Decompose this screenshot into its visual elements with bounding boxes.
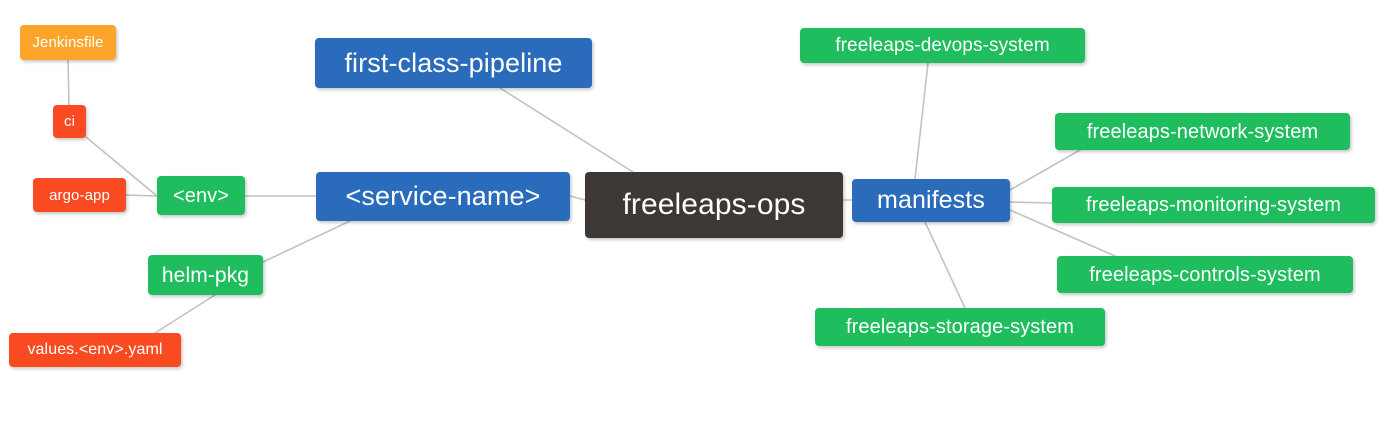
edge-jenkinsfile-to-ci bbox=[67, 59, 70, 106]
node-controls-system[interactable]: freeleaps-controls-system bbox=[1057, 256, 1353, 293]
edge-manifests-to-network-system bbox=[1009, 149, 1081, 191]
node-jenkinsfile[interactable]: Jenkinsfile bbox=[20, 25, 116, 60]
edge-manifests-to-devops-system bbox=[914, 62, 929, 180]
edge-manifests-to-storage-system bbox=[924, 221, 966, 309]
node-first-class-pipeline[interactable]: first-class-pipeline bbox=[315, 38, 592, 88]
edge-argo-app-to-env bbox=[125, 194, 158, 197]
node-devops-system[interactable]: freeleaps-devops-system bbox=[800, 28, 1085, 63]
node-env[interactable]: <env> bbox=[157, 176, 245, 215]
node-helm-pkg[interactable]: helm-pkg bbox=[148, 255, 263, 295]
node-network-system[interactable]: freeleaps-network-system bbox=[1055, 113, 1350, 150]
edge-values-yaml-to-helm-pkg bbox=[154, 294, 216, 334]
edge-helm-pkg-to-service-name bbox=[262, 220, 351, 263]
edge-first-class-pipeline-to-freeleaps-ops bbox=[499, 87, 634, 173]
edge-service-name-to-freeleaps-ops bbox=[569, 195, 586, 201]
node-manifests[interactable]: manifests bbox=[852, 179, 1010, 222]
node-service-name[interactable]: <service-name> bbox=[316, 172, 570, 221]
node-ci[interactable]: ci bbox=[53, 105, 86, 138]
node-monitoring-system[interactable]: freeleaps-monitoring-system bbox=[1052, 187, 1375, 223]
node-values-yaml[interactable]: values.<env>.yaml bbox=[9, 333, 181, 367]
node-argo-app[interactable]: argo-app bbox=[33, 178, 126, 212]
edge-manifests-to-monitoring-system bbox=[1009, 201, 1053, 204]
node-freeleaps-ops[interactable]: freeleaps-ops bbox=[585, 172, 843, 238]
node-storage-system[interactable]: freeleaps-storage-system bbox=[815, 308, 1105, 346]
